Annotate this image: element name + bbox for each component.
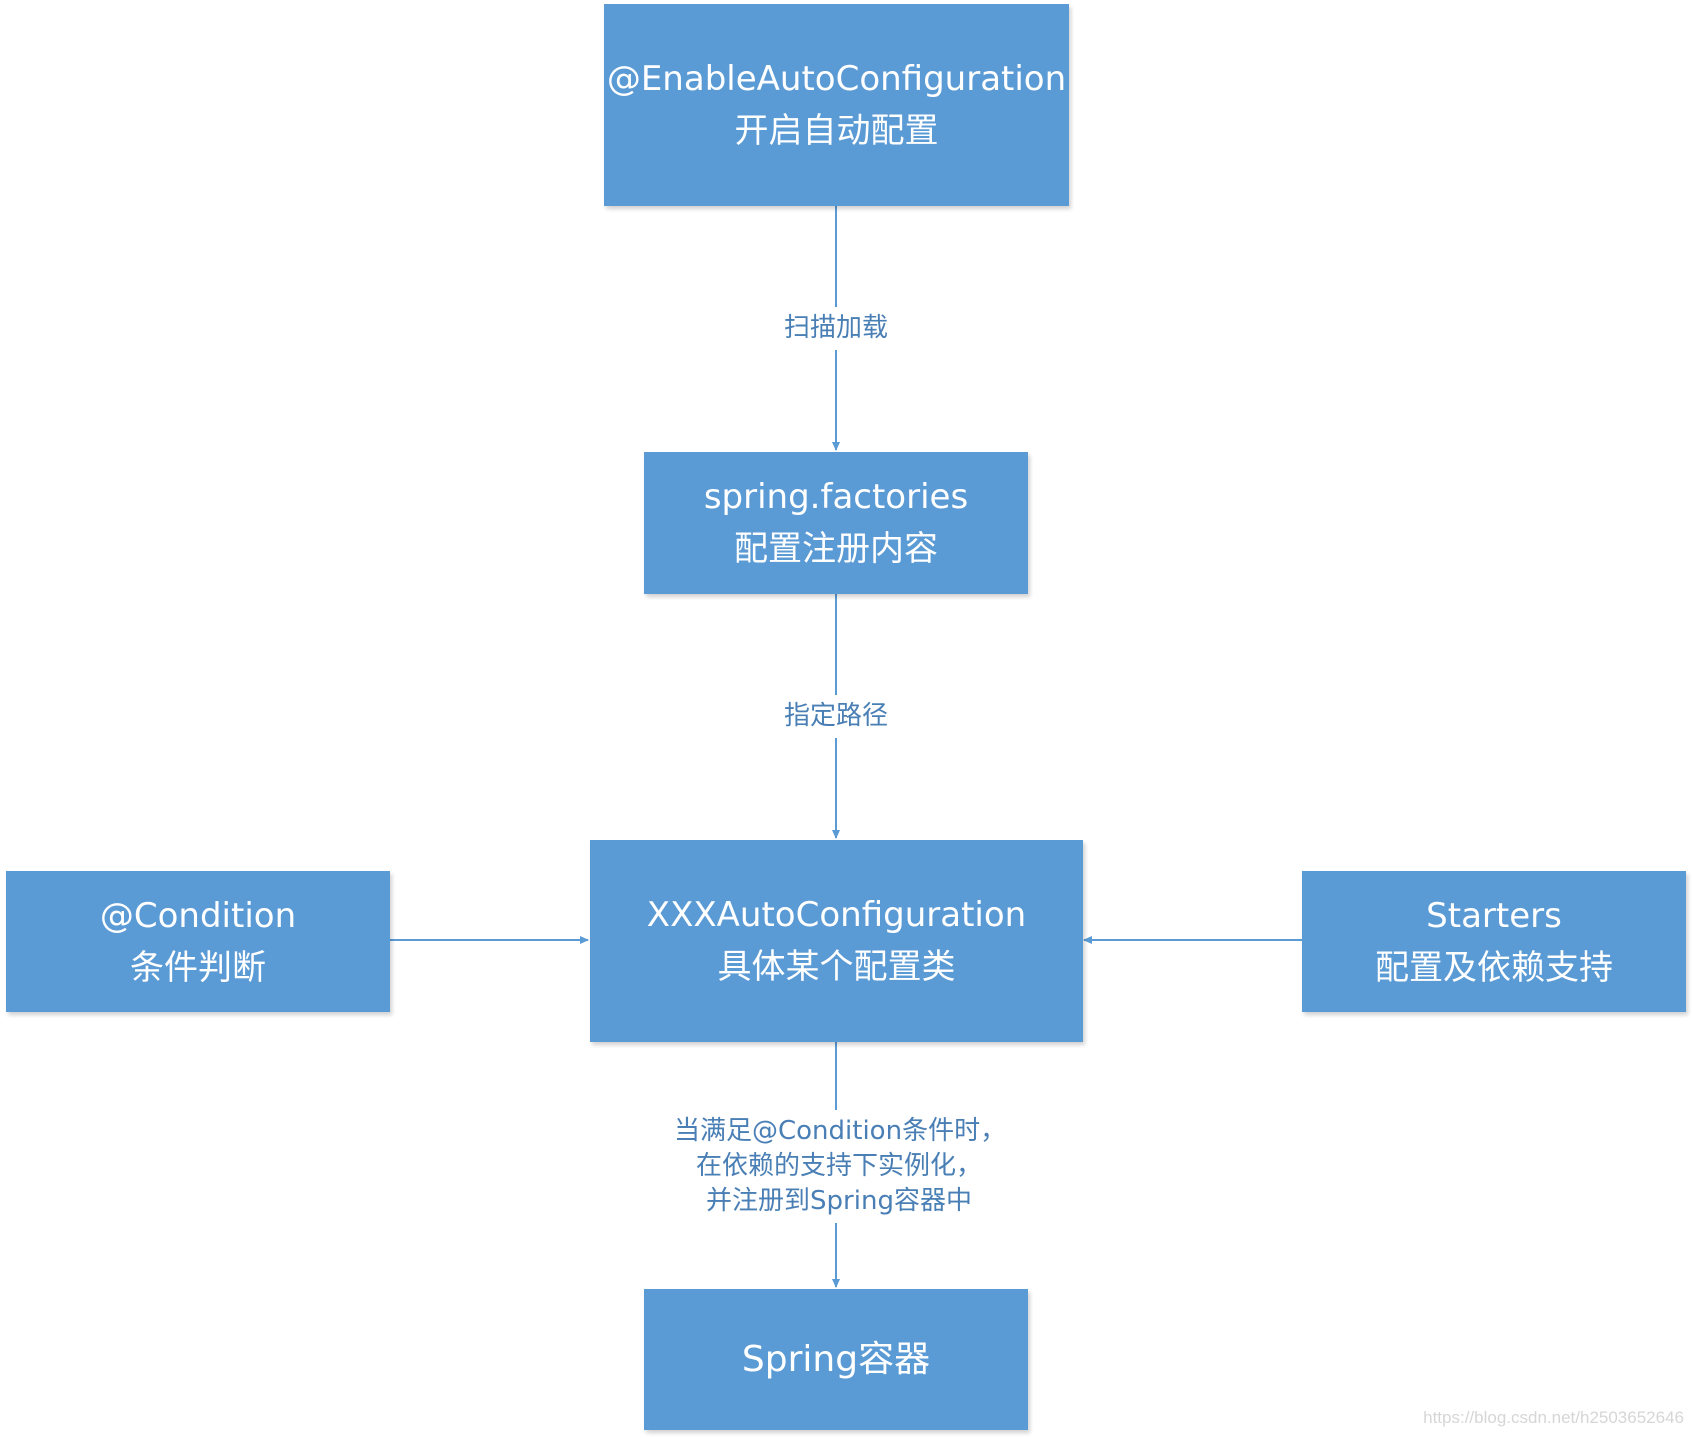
edge-label-specify-path-text: 指定路径: [783, 701, 888, 731]
watermark: https://blog.csdn.net/h2503652646: [1423, 1408, 1684, 1427]
edge-label-register-line-2: 在依赖的支持下实例化，: [695, 1151, 982, 1181]
edge-label-specify-path: 指定路径: [766, 695, 906, 738]
edge-label-register-line-3: 并注册到Spring容器中: [706, 1186, 972, 1216]
edge-label-scan-load: 扫描加载: [766, 307, 906, 350]
node-starters: Starters 配置及依赖支持: [1302, 871, 1686, 1012]
edge-label-register: 当满足@Condition条件时， 在依赖的支持下实例化， 并注册到Spring…: [666, 1110, 1012, 1223]
node-spring-container-title: Spring容器: [741, 1338, 931, 1380]
node-starters-subtitle: 配置及依赖支持: [1375, 947, 1613, 988]
node-condition: @Condition 条件判断: [6, 871, 390, 1012]
node-enable-auto-configuration-subtitle: 开启自动配置: [734, 111, 939, 151]
node-spring-factories: spring.factories 配置注册内容: [644, 452, 1028, 594]
node-enable-auto-configuration: @EnableAutoConfiguration 开启自动配置: [604, 4, 1069, 206]
node-spring-container: Spring容器: [644, 1289, 1028, 1430]
node-condition-subtitle: 条件判断: [130, 947, 266, 988]
node-starters-title: Starters: [1426, 895, 1562, 936]
edge-label-scan-load-text: 扫描加载: [783, 313, 888, 343]
node-spring-factories-title: spring.factories: [703, 477, 969, 517]
node-xxx-auto-configuration: XXXAutoConfiguration 具体某个配置类: [590, 840, 1083, 1042]
node-xxx-auto-configuration-subtitle: 具体某个配置类: [717, 947, 956, 987]
node-condition-title: @Condition: [99, 895, 297, 936]
edge-label-register-line-1: 当满足@Condition条件时，: [674, 1116, 1007, 1146]
node-spring-factories-subtitle: 配置注册内容: [734, 529, 938, 569]
node-enable-auto-configuration-title: @EnableAutoConfiguration: [606, 59, 1067, 99]
node-xxx-auto-configuration-title: XXXAutoConfiguration: [646, 895, 1027, 935]
